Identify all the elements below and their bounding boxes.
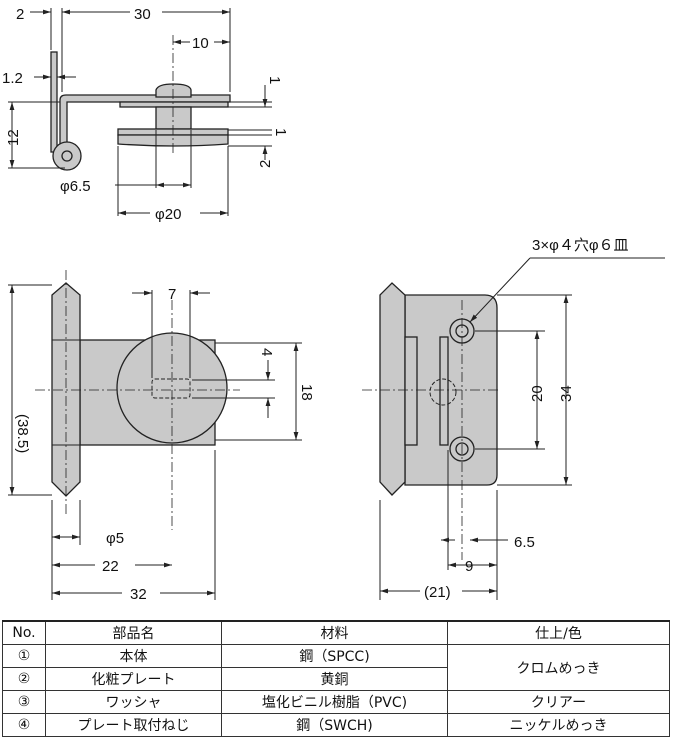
dim-22: 22: [102, 558, 119, 575]
hole-spec-label: 3×φ４穴φ６皿: [532, 237, 629, 254]
dim-1-2: 1.2: [2, 70, 23, 87]
cell-finish: ニッケルめっき: [447, 713, 670, 737]
dim-2: 2: [16, 6, 24, 23]
dim-20: 20: [529, 385, 546, 402]
cell-material: 黄銅: [221, 667, 448, 691]
cell-name: 本体: [45, 644, 222, 668]
cell-name: ワッシャ: [45, 690, 222, 714]
cell-finish: クリアー: [447, 690, 670, 714]
cell-no: ①: [2, 644, 46, 668]
cell-no: ②: [2, 667, 46, 691]
dim-34: 34: [558, 385, 575, 402]
dim-phi5: φ5: [106, 530, 124, 547]
dim-1a: 1: [266, 76, 283, 84]
header-part-name: 部品名: [45, 620, 222, 645]
cell-material: 鋼（SPCC): [221, 644, 448, 668]
table-header: No. 部品名 材料 仕上/色: [2, 620, 670, 645]
header-no: No.: [2, 620, 46, 645]
dim-32: 32: [130, 586, 147, 603]
dim-phi6-5: φ6.5: [60, 178, 91, 195]
dim-7: 7: [168, 286, 176, 303]
dim-6-5: 6.5: [514, 534, 535, 551]
dim-18: 18: [298, 384, 315, 401]
parts-table: No. 部品名 材料 仕上/色 ① 本体 鋼（SPCC) クロムめっき ② 化粧…: [2, 620, 670, 737]
table-row: ③ ワッシャ 塩化ビニル樹脂（PVC) クリアー: [2, 690, 670, 714]
dim-9: 9: [465, 558, 473, 575]
cell-name: プレート取付ねじ: [45, 713, 222, 737]
dim-38-5: (38.5): [14, 414, 31, 453]
cell-material: 鋼（SWCH): [221, 713, 448, 737]
dim-10: 10: [192, 35, 209, 52]
dim-4: 4: [258, 348, 275, 356]
cell-no: ④: [2, 713, 46, 737]
dim-21: (21): [424, 584, 451, 601]
cell-no: ③: [2, 690, 46, 714]
cell-material: 塩化ビニル樹脂（PVC): [221, 690, 448, 714]
dim-2b: 2: [257, 160, 274, 168]
table-row: ① 本体 鋼（SPCC) クロムめっき: [2, 644, 670, 691]
technical-drawing: 2 30 10 1.2 12 φ6.5 φ20 1 1 2 7: [2, 6, 665, 603]
header-material: 材料: [221, 620, 448, 645]
table-row: ④ プレート取付ねじ 鋼（SWCH) ニッケルめっき: [2, 713, 670, 737]
dim-phi20: φ20: [155, 206, 181, 223]
front-view: 7 4 18 (38.5) φ5 22 32: [8, 270, 315, 603]
side-view: 3×φ４穴φ６皿 20 34 6.5 9 (21): [362, 237, 665, 601]
header-finish: 仕上/色: [447, 620, 670, 645]
cell-name: 化粧プレート: [45, 667, 222, 691]
top-view: 2 30 10 1.2 12 φ6.5 φ20 1 1 2: [2, 6, 289, 223]
table-row: ② 化粧プレート 黄銅: [2, 667, 670, 691]
dim-30: 30: [134, 6, 151, 23]
dim-1b: 1: [272, 128, 289, 136]
dim-12: 12: [5, 129, 22, 146]
cell-finish: クロムめっき: [447, 644, 670, 691]
